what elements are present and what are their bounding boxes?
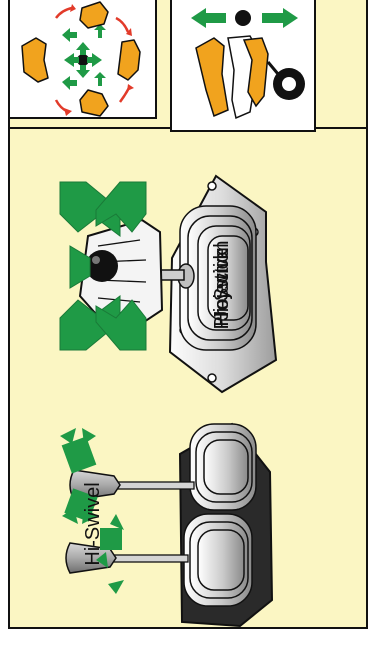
dual-lever-icon [60,422,274,628]
joystick-label-b: Joystick [211,248,233,320]
joystick-label-a: Projection [211,241,233,330]
hi-swivel-label-group: Hi-Swivel [82,482,104,565]
blade-rotation-icon [8,0,157,119]
joystick-label-c: Hi-Swivel [211,243,233,326]
joystick-label: Projection Joystick Hi-Swivel [211,241,233,330]
single-joystick-icon [59,174,278,394]
hi-swivel-label: Hi-Swivel [82,482,104,565]
blade-lift-icon [170,0,316,132]
